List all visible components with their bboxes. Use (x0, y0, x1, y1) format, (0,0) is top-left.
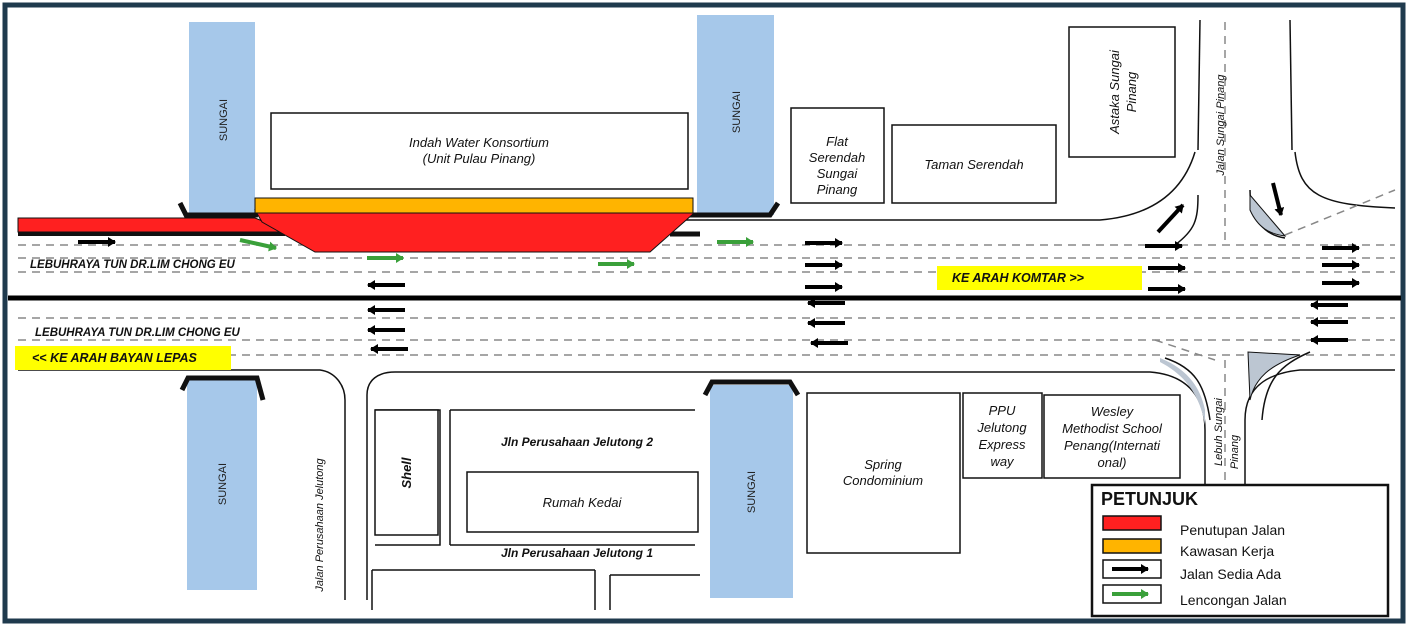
river-n-center (697, 15, 774, 215)
river-sw (187, 378, 257, 590)
astaka-line1: Astaka Sungai (1107, 49, 1122, 135)
highway-label-south: LEBUHRAYA TUN DR.LIM CHONG EU (35, 327, 241, 339)
road-network (8, 19, 1401, 610)
rivers: SUNGAI SUNGAI SUNGAI SUNGAI (187, 15, 793, 598)
wesley-line4: onal) (1098, 455, 1127, 470)
closure-zone (17, 197, 694, 253)
wesley-line3: Penang(Internati (1064, 438, 1161, 453)
highway-label-north: LEBUHRAYA TUN DR.LIM CHONG EU (30, 259, 236, 271)
flat-serendah-line4: Pinang (817, 182, 858, 197)
lebuh-sungai-pinang-line1: Lebuh Sungai (1213, 398, 1225, 466)
ppu-line1: PPU (989, 403, 1016, 418)
closure-strip (17, 217, 291, 233)
komtar-direction: KE ARAH KOMTAR >> (952, 271, 1085, 285)
flat-serendah-line1: Flat (826, 134, 849, 149)
work-zone (254, 197, 694, 214)
river-label-sw: SUNGAI (217, 463, 229, 505)
river-label-nw: SUNGAI (218, 99, 230, 141)
legend-label-existing: Jalan Sedia Ada (1180, 566, 1281, 582)
river-s-center (710, 385, 793, 598)
ppu-line3: Express (979, 437, 1026, 452)
bayan-lepas-direction: << KE ARAH BAYAN LEPAS (32, 351, 198, 365)
spring-condo-line2: Condominium (843, 473, 923, 488)
legend-label-closure: Penutupan Jalan (1180, 522, 1285, 538)
jalan-perusahaan-jelutong-label: Jalan Perusahaan Jelutong (314, 457, 326, 592)
legend-label-detour: Lencongan Jalan (1180, 592, 1287, 608)
road-labels: LEBUHRAYA TUN DR.LIM CHONG EU LEBUHRAYA … (30, 74, 1241, 593)
detour-arrows (239, 237, 754, 269)
direction-signs: KE ARAH KOMTAR >> << KE ARAH BAYAN LEPAS (15, 266, 1142, 370)
legend-title: PETUNJUK (1101, 489, 1198, 509)
closure-main (254, 209, 694, 253)
indah-water-line2: (Unit Pulau Pinang) (423, 151, 536, 166)
legend-swatch-work (1102, 538, 1162, 554)
legend-swatch-closure (1102, 515, 1162, 531)
ppu-line4: way (990, 454, 1015, 469)
wesley-line1: Wesley (1091, 404, 1135, 419)
spring-condo-line1: Spring (864, 457, 902, 472)
legend: PETUNJUK Penutupan Jalan Kawasan Kerja J… (1090, 483, 1390, 618)
flat-serendah-line2: Serendah (809, 150, 865, 165)
shell-label: Shell (399, 457, 414, 488)
flat-serendah-line3: Sungai (817, 166, 859, 181)
jln-perusahaan-1-label: Jln Perusahaan Jelutong 1 (501, 546, 653, 560)
astaka-line2: Pinang (1124, 71, 1139, 112)
lebuh-sungai-pinang-line2: Pinang (1229, 434, 1241, 469)
river-label-n-center: SUNGAI (731, 91, 743, 133)
jln-perusahaan-2-label: Jln Perusahaan Jelutong 2 (501, 435, 653, 449)
wesley-line2: Methodist School (1062, 421, 1163, 436)
river-label-s-center: SUNGAI (746, 471, 758, 513)
existing-road-arrows (78, 182, 1360, 354)
river-nw (189, 22, 255, 218)
buildings: Indah Water Konsortium (Unit Pulau Pinan… (270, 26, 1181, 554)
indah-water-line1: Indah Water Konsortium (409, 135, 549, 150)
ppu-line2: Jelutong (976, 420, 1027, 435)
legend-label-work: Kawasan Kerja (1180, 543, 1274, 559)
rumah-kedai-label: Rumah Kedai (543, 495, 623, 510)
jalan-sungai-pinang-label: Jalan Sungai Pinang (1215, 74, 1227, 177)
taman-serendah-label: Taman Serendah (924, 157, 1023, 172)
